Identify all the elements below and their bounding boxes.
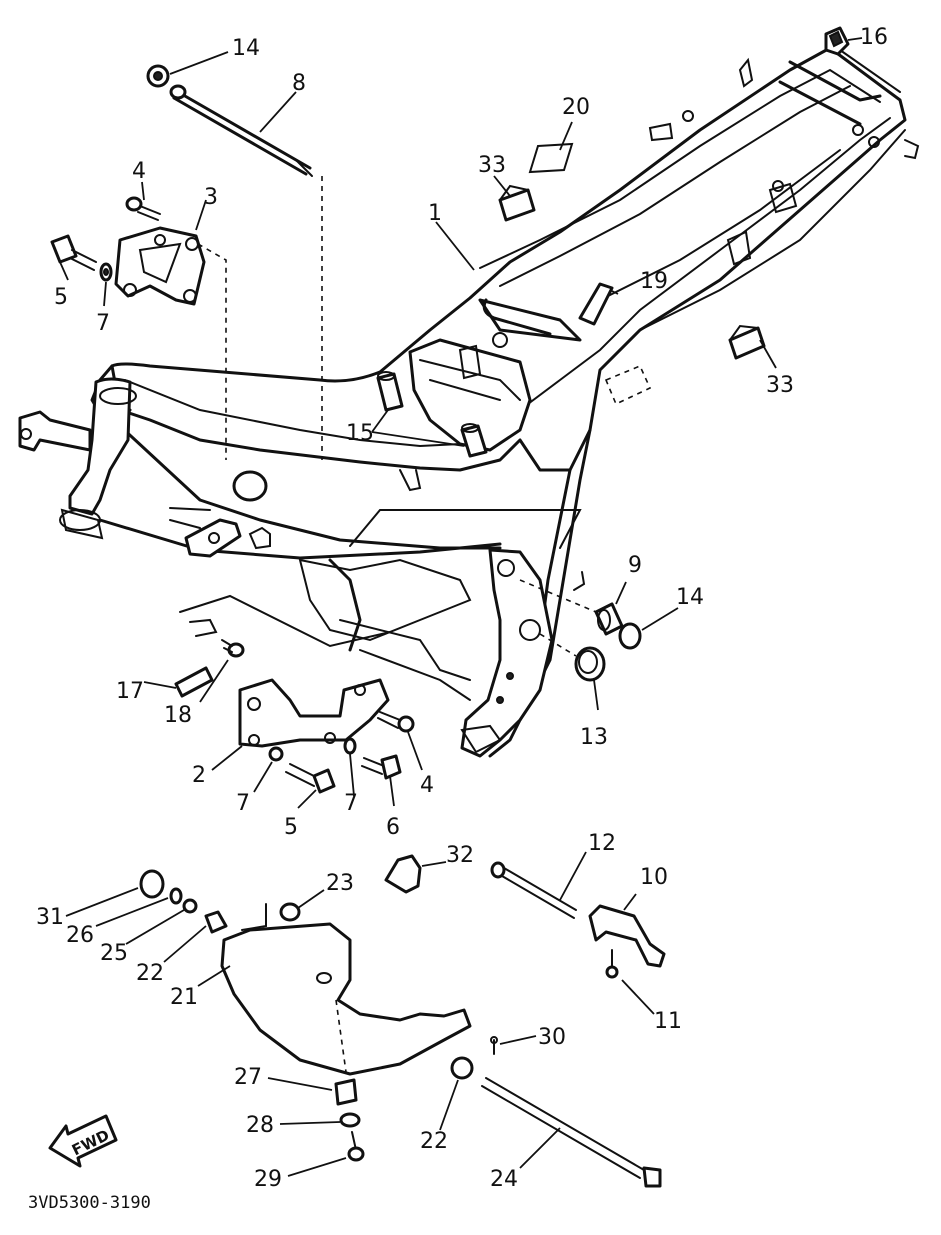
bolt-5-top bbox=[50, 234, 97, 271]
callout-33: 33 bbox=[478, 153, 506, 178]
rod-24 bbox=[481, 1077, 662, 1188]
cap-13 bbox=[539, 633, 606, 682]
callout-7: 7 bbox=[344, 791, 358, 816]
grommet-23 bbox=[279, 902, 301, 922]
callout-31: 31 bbox=[36, 905, 64, 930]
bolt-18 bbox=[221, 639, 245, 658]
callout-2: 2 bbox=[192, 763, 206, 788]
damper-33-right bbox=[728, 324, 766, 360]
leader-lines bbox=[59, 37, 863, 1177]
callout-18: 18 bbox=[164, 703, 192, 728]
washer-7-right bbox=[343, 737, 357, 755]
damper-27 bbox=[334, 1078, 358, 1106]
collar-31 bbox=[139, 869, 165, 899]
callout-4: 4 bbox=[420, 773, 434, 798]
callout-labels: 14 8 16 20 33 4 3 1 5 7 19 33 15 9 14 17… bbox=[36, 25, 888, 1192]
callout-30: 30 bbox=[538, 1025, 566, 1050]
plate-19 bbox=[578, 282, 614, 326]
callout-22: 22 bbox=[136, 961, 164, 986]
engine-bracket-3 bbox=[114, 226, 227, 460]
callout-26: 26 bbox=[66, 923, 94, 948]
clip-30 bbox=[490, 1036, 498, 1055]
grommet-22-left bbox=[204, 910, 228, 934]
screw-11 bbox=[605, 949, 619, 979]
skid-plate-21 bbox=[220, 903, 472, 1076]
collar-9 bbox=[519, 579, 624, 636]
clip-16 bbox=[824, 26, 850, 56]
washer-7-top bbox=[99, 262, 113, 282]
engine-mount-rubber bbox=[232, 470, 268, 502]
callout-9: 9 bbox=[628, 553, 642, 578]
bracket-17 bbox=[174, 618, 218, 698]
callout-29: 29 bbox=[254, 1167, 282, 1192]
long-bolt-8 bbox=[169, 84, 323, 460]
bracket-10 bbox=[588, 904, 666, 968]
callout-24: 24 bbox=[490, 1167, 518, 1192]
callout-7: 7 bbox=[236, 791, 250, 816]
damper-33-top bbox=[498, 184, 536, 222]
callout-22: 22 bbox=[420, 1129, 448, 1154]
callout-12: 12 bbox=[588, 831, 616, 856]
washer-28 bbox=[339, 1112, 361, 1128]
bolt-29 bbox=[347, 1131, 365, 1162]
cap-14-right bbox=[618, 622, 642, 650]
callout-11: 11 bbox=[654, 1009, 682, 1034]
callout-21: 21 bbox=[170, 985, 198, 1010]
callout-1: 1 bbox=[428, 201, 442, 226]
callout-33: 33 bbox=[766, 373, 794, 398]
callout-23: 23 bbox=[326, 871, 354, 896]
main-frame bbox=[18, 46, 920, 758]
callout-32: 32 bbox=[446, 843, 474, 868]
bolt-4-top bbox=[125, 196, 161, 221]
callout-7: 7 bbox=[96, 311, 110, 336]
callout-16: 16 bbox=[860, 25, 888, 50]
clamp-32 bbox=[384, 854, 422, 894]
engine-bracket-2 bbox=[238, 678, 390, 748]
callout-5: 5 bbox=[54, 285, 68, 310]
callout-28: 28 bbox=[246, 1113, 274, 1138]
callout-25: 25 bbox=[100, 941, 128, 966]
grommet-22-right bbox=[450, 1056, 474, 1080]
callout-6: 6 bbox=[386, 815, 400, 840]
callout-19: 19 bbox=[640, 269, 668, 294]
cap-14-top bbox=[146, 64, 170, 88]
callout-13: 13 bbox=[580, 725, 608, 750]
spacer-15 bbox=[376, 371, 488, 458]
callout-15: 15 bbox=[346, 421, 374, 446]
callout-27: 27 bbox=[234, 1065, 262, 1090]
bolt-4-lower bbox=[377, 711, 415, 733]
callout-17: 17 bbox=[116, 679, 144, 704]
callout-3: 3 bbox=[204, 185, 218, 210]
callout-14: 14 bbox=[676, 585, 704, 610]
bolt-5-lower bbox=[285, 763, 336, 794]
washer-7-left bbox=[268, 746, 284, 762]
bolt-12 bbox=[490, 861, 577, 919]
forward-direction-arrow: FWD bbox=[48, 1114, 118, 1168]
pad-20 bbox=[528, 142, 574, 174]
callout-10: 10 bbox=[640, 865, 668, 890]
washer-26 bbox=[169, 887, 183, 905]
bolt-6 bbox=[361, 754, 402, 780]
callout-5: 5 bbox=[284, 815, 298, 840]
callout-4: 4 bbox=[132, 159, 146, 184]
callout-14: 14 bbox=[232, 36, 260, 61]
collar-25 bbox=[182, 898, 198, 914]
drawing-code: 3VD5300-3190 bbox=[28, 1193, 151, 1213]
callout-8: 8 bbox=[292, 71, 306, 96]
callout-20: 20 bbox=[562, 95, 590, 120]
